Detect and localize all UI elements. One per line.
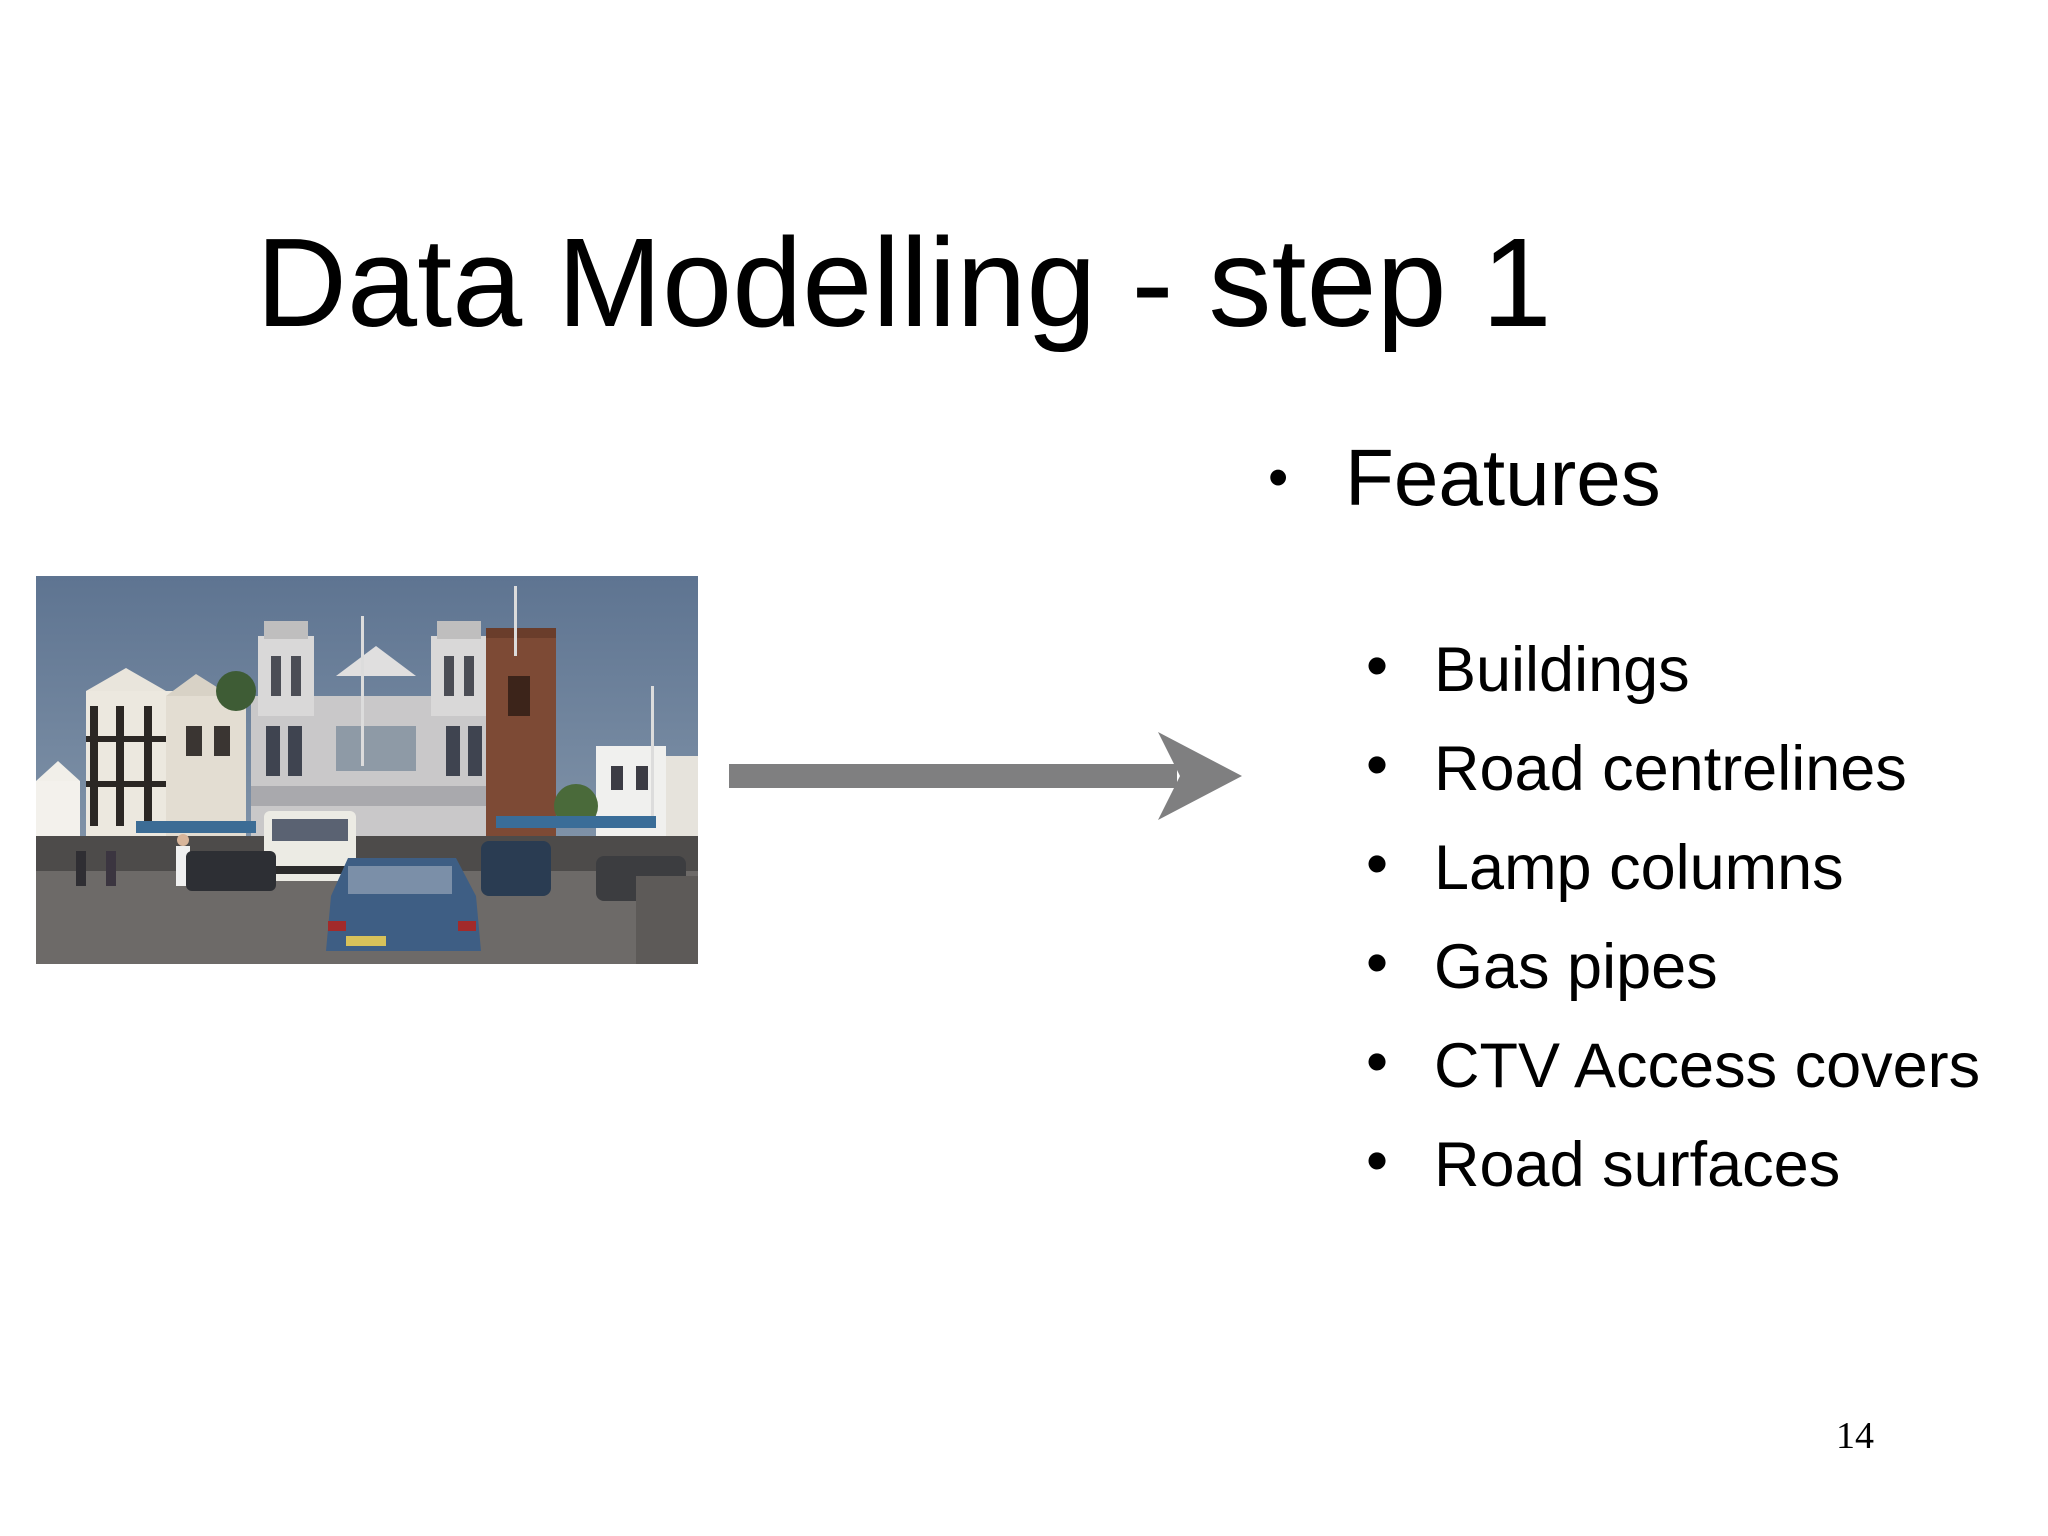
list-item-text: Lamp columns bbox=[1434, 833, 1844, 903]
bullet-dot: • bbox=[1366, 829, 1389, 899]
bullet-dot: • bbox=[1366, 631, 1389, 701]
list-item-text: Road surfaces bbox=[1434, 1130, 1841, 1200]
list-item-text: Road centrelines bbox=[1434, 734, 1907, 804]
list-item: • Road surfaces bbox=[1366, 1126, 1986, 1203]
arrow-right-icon bbox=[729, 732, 1242, 820]
bullet-dot: • bbox=[1366, 730, 1389, 800]
street-scene-photo bbox=[36, 576, 698, 964]
list-item-text: Gas pipes bbox=[1434, 932, 1718, 1002]
bullet-dot: • bbox=[1366, 1027, 1389, 1097]
list-item-text: Buildings bbox=[1434, 635, 1690, 705]
bullet-dot: • bbox=[1366, 1126, 1389, 1196]
page-number: 14 bbox=[1836, 1415, 1874, 1457]
list-item: • Lamp columns bbox=[1366, 829, 1986, 906]
arrow-shaft bbox=[729, 764, 1177, 788]
arrow-head bbox=[1158, 732, 1242, 820]
bullet-dot: • bbox=[1268, 445, 1289, 510]
list-item: • Road centrelines bbox=[1366, 730, 1986, 807]
list-item: • Gas pipes bbox=[1366, 928, 1986, 1005]
list-item: • CTV Access covers bbox=[1366, 1027, 1986, 1104]
list-item-text: CTV Access covers bbox=[1434, 1031, 1981, 1101]
list-item: • Buildings bbox=[1366, 631, 1986, 708]
bullet-dot: • bbox=[1366, 928, 1389, 998]
slide-title: Data Modelling - step 1 bbox=[256, 212, 1552, 353]
main-bullet-text: Features bbox=[1345, 433, 1661, 522]
feature-list: • Buildings • Road centrelines • Lamp colum… bbox=[1366, 631, 1986, 1226]
